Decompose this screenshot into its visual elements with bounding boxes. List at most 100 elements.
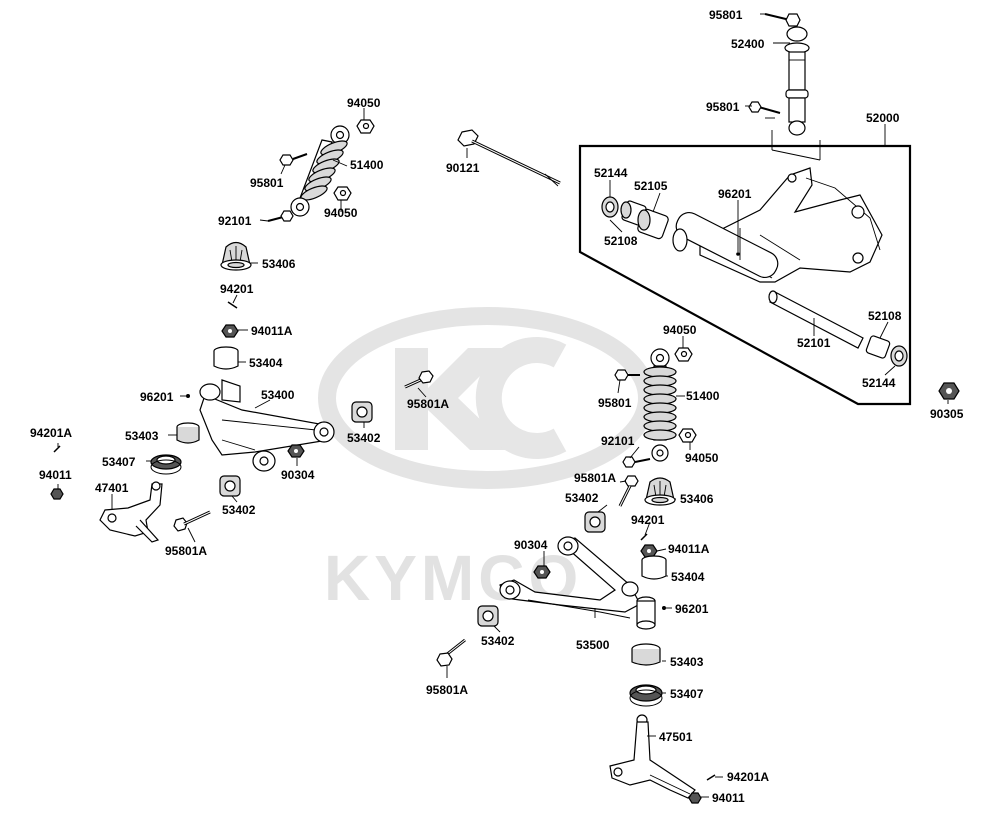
bushing-53402-right-b bbox=[477, 605, 499, 627]
label-52144-a: 52144 bbox=[594, 166, 628, 180]
label-53406-right: 53406 bbox=[680, 492, 714, 506]
bolt-95801A-right-bottom bbox=[436, 638, 466, 667]
nut-90304-left bbox=[287, 444, 305, 458]
label-96201-left: 96201 bbox=[140, 390, 174, 404]
bolt-92101-right bbox=[622, 456, 651, 468]
label-52101: 52101 bbox=[797, 336, 831, 350]
nut-94011-right bbox=[688, 792, 702, 804]
nut-94050-left-top bbox=[356, 119, 375, 134]
bushing-53402-right-a bbox=[584, 511, 606, 533]
label-90304-right: 90304 bbox=[514, 538, 548, 552]
label-95801A-left: 95801A bbox=[165, 544, 207, 558]
label-53402-right-a: 53402 bbox=[565, 491, 599, 505]
label-90304-left: 90304 bbox=[281, 468, 315, 482]
bearing-53407-right bbox=[629, 684, 663, 707]
label-90305: 90305 bbox=[930, 407, 964, 421]
label-90121: 90121 bbox=[446, 161, 480, 175]
cap-53403-right bbox=[631, 643, 661, 666]
label-47501: 47501 bbox=[659, 730, 693, 744]
leader-lines-left bbox=[57, 108, 427, 543]
label-94201A-right: 94201A bbox=[727, 770, 769, 784]
label-94011-left: 94011 bbox=[39, 468, 72, 482]
bushing-set-right bbox=[865, 335, 908, 367]
cotter-pin-94201-left bbox=[227, 301, 238, 309]
label-96201-rear: 96201 bbox=[718, 187, 752, 201]
leader-lines-right bbox=[446, 336, 723, 798]
label-94050-left-a: 94050 bbox=[347, 96, 381, 110]
bushing-set-left bbox=[601, 196, 669, 240]
label-47401: 47401 bbox=[95, 481, 129, 495]
label-95801-top: 95801 bbox=[709, 8, 743, 22]
boot-53406-left bbox=[220, 241, 252, 271]
label-53406-left: 53406 bbox=[262, 257, 296, 271]
bolt-95801A-left bbox=[173, 510, 211, 532]
knuckle-47501 bbox=[609, 714, 696, 799]
label-52108-a: 52108 bbox=[604, 234, 638, 248]
label-52144-b: 52144 bbox=[862, 376, 896, 390]
long-bolt-90121 bbox=[457, 129, 561, 187]
cotter-pin-94201-right bbox=[640, 533, 648, 541]
label-53402-left-a: 53402 bbox=[347, 431, 381, 445]
nut-94050-right-top bbox=[674, 347, 693, 362]
kymco-watermark: KYMCO bbox=[318, 307, 656, 614]
bolt-92101-left bbox=[267, 210, 294, 222]
label-53403-left: 53403 bbox=[125, 429, 159, 443]
label-53407-right: 53407 bbox=[670, 687, 704, 701]
label-94201-right: 94201 bbox=[631, 513, 665, 527]
bushing-53402-left-b bbox=[219, 475, 241, 497]
ball-joint-53404-left bbox=[213, 346, 239, 370]
label-52400: 52400 bbox=[731, 37, 765, 51]
bolt-95801-mid bbox=[748, 101, 781, 114]
label-52108-b: 52108 bbox=[868, 309, 902, 323]
bearing-53407-left bbox=[150, 454, 182, 475]
label-94011A-right: 94011A bbox=[668, 542, 710, 556]
shock-51400-left bbox=[290, 125, 350, 217]
label-52105: 52105 bbox=[634, 179, 668, 193]
label-51400-right: 51400 bbox=[686, 389, 720, 403]
bolt-95801A-right-top bbox=[618, 475, 639, 507]
label-95801A-right-bottom: 95801A bbox=[426, 683, 468, 697]
swingarm-52000 bbox=[672, 167, 883, 283]
label-53402-left-b: 53402 bbox=[222, 503, 256, 517]
label-95801-left: 95801 bbox=[250, 176, 284, 190]
label-92101-left: 92101 bbox=[218, 214, 252, 228]
label-52000: 52000 bbox=[866, 111, 900, 125]
front-left-suspension-group: 94050 51400 95801 94050 92101 53406 9420… bbox=[30, 96, 449, 558]
label-53407-left: 53407 bbox=[102, 455, 136, 469]
rear-swingarm-group: 95801 52400 95801 52000 90121 52144 5210… bbox=[446, 8, 964, 421]
front-right-suspension-group: 94050 95801 51400 92101 94050 95801A 534… bbox=[426, 323, 769, 805]
label-95801-mid: 95801 bbox=[706, 100, 740, 114]
label-95801-right: 95801 bbox=[598, 396, 632, 410]
label-53500: 53500 bbox=[576, 638, 610, 652]
leader-lines-rear bbox=[466, 13, 949, 404]
label-53403-right: 53403 bbox=[670, 655, 704, 669]
label-94050-right-a: 94050 bbox=[663, 323, 697, 337]
bushing-53402-left-a bbox=[351, 401, 373, 423]
ball-joint-53404-right bbox=[641, 555, 667, 580]
label-94201-left: 94201 bbox=[220, 282, 254, 296]
cotter-pin-94201A-left bbox=[53, 445, 61, 453]
nut-94011A-right bbox=[640, 544, 658, 558]
shaft-52101 bbox=[768, 290, 864, 349]
bolt-95801A-center bbox=[404, 370, 434, 389]
boot-53406-right bbox=[644, 477, 676, 506]
label-53402-right-b: 53402 bbox=[481, 634, 515, 648]
label-95801A-center: 95801A bbox=[407, 397, 449, 411]
bolt-95801-top bbox=[764, 13, 801, 27]
cap-53403-left bbox=[176, 422, 200, 444]
label-53400: 53400 bbox=[261, 388, 295, 402]
pin-96201-right bbox=[662, 606, 666, 610]
label-53404-right: 53404 bbox=[671, 570, 705, 584]
nut-94050-right-bottom bbox=[678, 428, 697, 443]
label-96201-right: 96201 bbox=[675, 602, 709, 616]
cotter-pin-94201A-right bbox=[706, 774, 716, 781]
nut-94011A-left bbox=[221, 324, 239, 338]
label-94050-left-b: 94050 bbox=[324, 206, 358, 220]
a-arm-53400 bbox=[199, 379, 335, 472]
rear-shock-52400 bbox=[784, 26, 810, 136]
shock-51400-right bbox=[643, 348, 677, 462]
nut-94050-left-bottom bbox=[333, 186, 352, 201]
bolt-95801-right bbox=[614, 369, 640, 381]
label-92101-right: 92101 bbox=[601, 434, 635, 448]
